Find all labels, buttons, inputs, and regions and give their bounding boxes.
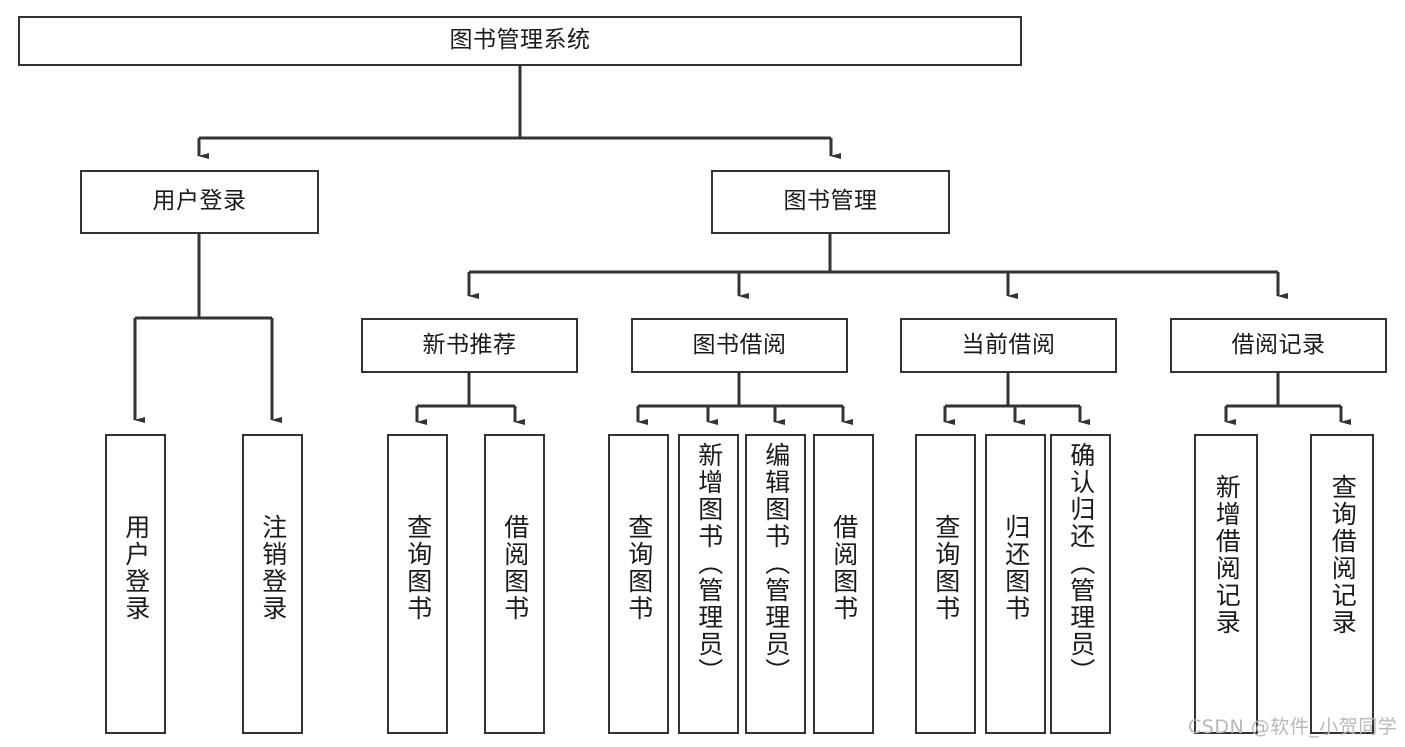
node-leaf-query-book-3-label: 查询图书 [931, 514, 961, 622]
node-leaf-add-book[interactable]: 新增图书（管理员） [678, 434, 739, 734]
node-leaf-return-book-label: 归还图书 [1001, 514, 1031, 622]
node-leaf-query-record[interactable]: 查询借阅记录 [1310, 434, 1374, 734]
node-leaf-query-book-3[interactable]: 查询图书 [915, 434, 976, 734]
node-book-management-label: 图书管理 [783, 188, 878, 215]
node-leaf-query-book-1[interactable]: 查询图书 [387, 434, 448, 734]
node-leaf-query-record-label: 查询借阅记录 [1328, 474, 1358, 636]
node-leaf-user-login[interactable]: 用户登录 [105, 434, 166, 734]
node-leaf-add-book-label: 新增图书（管理员） [694, 442, 724, 685]
node-user-login[interactable]: 用户登录 [80, 170, 319, 234]
node-leaf-query-book-2-label: 查询图书 [624, 514, 654, 622]
node-book-borrow-label: 图书借阅 [692, 331, 787, 358]
node-leaf-borrow-book-2-label: 借阅图书 [829, 514, 859, 622]
node-current-borrow-label: 当前借阅 [961, 331, 1056, 358]
node-leaf-borrow-book-1-label: 借阅图书 [500, 514, 530, 622]
node-leaf-confirm-return-label: 确认归还（管理员） [1066, 442, 1096, 685]
node-new-book-recommend-label: 新书推荐 [422, 331, 517, 358]
node-user-login-label: 用户登录 [152, 188, 247, 215]
node-leaf-edit-book-label: 编辑图书（管理员） [761, 442, 791, 685]
node-leaf-borrow-book-2[interactable]: 借阅图书 [813, 434, 874, 734]
node-leaf-query-book-1-label: 查询图书 [403, 514, 433, 622]
node-leaf-add-record-label: 新增借阅记录 [1212, 474, 1242, 636]
node-borrow-record[interactable]: 借阅记录 [1170, 318, 1387, 373]
node-current-borrow[interactable]: 当前借阅 [900, 318, 1117, 373]
node-leaf-user-login-label: 用户登录 [121, 514, 151, 622]
node-book-borrow[interactable]: 图书借阅 [631, 318, 848, 373]
csdn-watermark: CSDN @软件_小贺同学 [1188, 716, 1398, 738]
node-leaf-user-logout[interactable]: 注销登录 [242, 434, 303, 734]
node-leaf-confirm-return[interactable]: 确认归还（管理员） [1050, 434, 1111, 734]
node-leaf-edit-book[interactable]: 编辑图书（管理员） [745, 434, 806, 734]
node-borrow-record-label: 借阅记录 [1231, 331, 1326, 358]
node-leaf-return-book[interactable]: 归还图书 [985, 434, 1046, 734]
node-book-management[interactable]: 图书管理 [711, 170, 950, 234]
node-leaf-add-record[interactable]: 新增借阅记录 [1194, 434, 1258, 734]
node-leaf-borrow-book-1[interactable]: 借阅图书 [484, 434, 545, 734]
node-root-label: 图书管理系统 [449, 27, 591, 54]
node-leaf-query-book-2[interactable]: 查询图书 [608, 434, 669, 734]
node-root[interactable]: 图书管理系统 [18, 16, 1022, 66]
node-leaf-user-logout-label: 注销登录 [258, 514, 288, 622]
node-new-book-recommend[interactable]: 新书推荐 [361, 318, 578, 373]
